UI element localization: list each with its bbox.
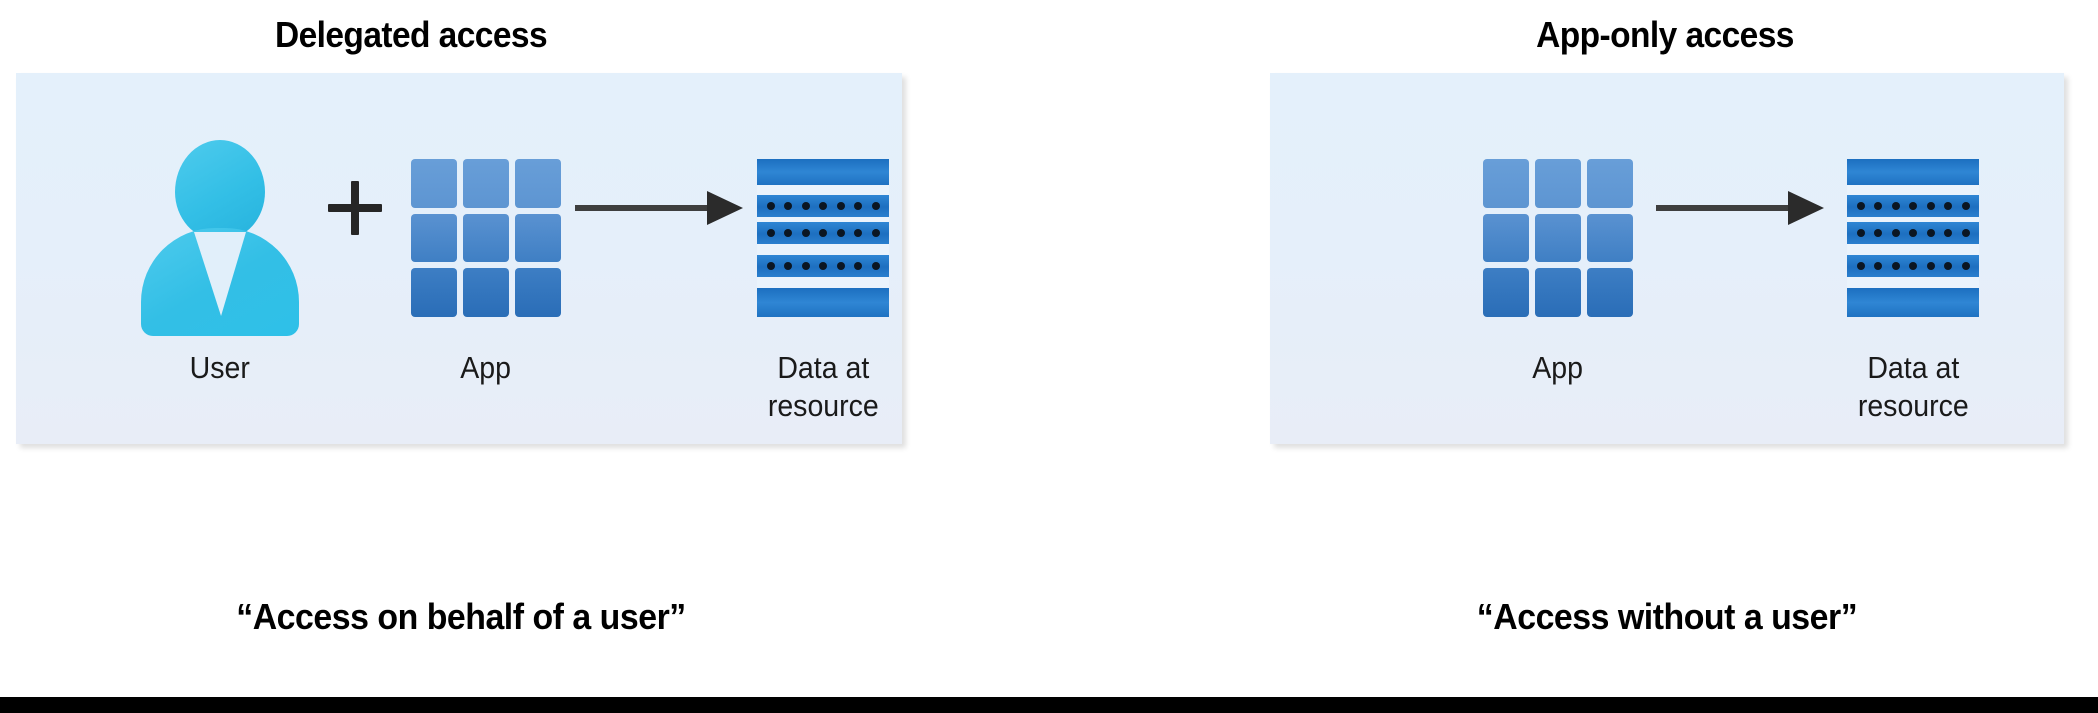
data-art-wrap-delegated	[757, 133, 889, 343]
data-dot-row	[1847, 255, 1979, 277]
data-separator	[1847, 244, 1979, 255]
app-tile	[1483, 213, 1529, 263]
node-data-apponly: Data at resource	[1847, 73, 1979, 425]
node-label-data-delegated: Data at resource	[767, 350, 879, 423]
flow-row-app-only: App	[1270, 73, 2098, 444]
app-grid-icon	[1483, 159, 1633, 317]
arrow-head	[1788, 191, 1824, 225]
app-tile	[1535, 159, 1581, 208]
app-tile	[411, 159, 457, 208]
user-art-wrap	[141, 133, 299, 343]
app-tile	[1535, 213, 1581, 263]
flow-row-delegated: User	[16, 73, 1020, 444]
app-tile	[1483, 268, 1529, 317]
arrow-head	[707, 191, 743, 225]
panel-title-delegated-access: Delegated access	[274, 14, 548, 55]
data-separator	[1847, 185, 1979, 195]
panel-delegated-access: Delegated access User	[16, 0, 1216, 690]
bottom-black-bar	[0, 697, 2098, 713]
data-band	[1847, 159, 1979, 185]
node-user: User	[141, 73, 299, 387]
app-tile	[1483, 159, 1529, 208]
user-icon	[141, 140, 299, 336]
data-separator	[757, 277, 889, 288]
arrow-right-icon	[1656, 191, 1824, 225]
data-band	[757, 159, 889, 185]
app-tile	[1535, 268, 1581, 317]
connector-plus-wrap	[299, 73, 411, 343]
app-tile	[515, 213, 561, 263]
data-dot-row	[757, 222, 889, 244]
app-grid-icon	[411, 159, 561, 317]
data-dot-row	[1847, 222, 1979, 244]
data-band	[1847, 288, 1979, 317]
node-data-delegated: Data at resource	[757, 73, 889, 425]
app-tile	[1587, 268, 1633, 317]
node-label-app-delegated: App	[460, 350, 512, 385]
app-art-wrap-apponly	[1483, 133, 1633, 343]
arrow-right-icon	[575, 191, 743, 225]
app-tile	[411, 213, 457, 263]
diagram-panel-delegated: User	[16, 73, 902, 444]
panel-title-app-only-access: App-only access	[1536, 14, 1794, 55]
data-dot-row	[1847, 195, 1979, 217]
connector-arrow-wrap-apponly	[1633, 73, 1847, 343]
data-dot-row	[757, 195, 889, 217]
node-app-delegated: App	[411, 73, 561, 387]
node-label-app-apponly: App	[1532, 350, 1584, 385]
node-label-user: User	[189, 350, 251, 385]
app-tile	[463, 159, 509, 208]
app-tile	[515, 268, 561, 317]
data-separator	[1847, 217, 1979, 222]
app-tile	[515, 159, 561, 208]
data-band	[757, 288, 889, 317]
app-tile	[463, 268, 509, 317]
panel-app-only-access: App-only access	[1270, 0, 2064, 690]
data-server-icon	[1847, 159, 1979, 317]
data-separator	[1847, 277, 1979, 288]
data-separator	[757, 185, 889, 195]
app-art-wrap-delegated	[411, 133, 561, 343]
node-label-data-apponly: Data at resource	[1857, 350, 1969, 423]
arrow-shaft	[1656, 205, 1790, 211]
app-tile	[1587, 213, 1633, 263]
panel-footer-quote-app-only: “Access without a user”	[1476, 596, 1858, 637]
data-server-icon	[757, 159, 889, 317]
user-head-icon	[175, 140, 265, 240]
data-separator	[757, 217, 889, 222]
data-art-wrap-apponly	[1847, 133, 1979, 343]
app-tile	[411, 268, 457, 317]
plus-symbol-icon	[328, 181, 382, 235]
app-tile	[463, 213, 509, 263]
panel-footer-quote-delegated: “Access on behalf of a user”	[236, 596, 686, 637]
arrow-shaft	[575, 205, 709, 211]
node-app-apponly: App	[1483, 73, 1633, 387]
app-tile	[1587, 159, 1633, 208]
data-dot-row	[757, 255, 889, 277]
diagram-panel-app-only: App	[1270, 73, 2064, 444]
data-separator	[757, 244, 889, 255]
connector-arrow-wrap-delegated	[561, 73, 757, 343]
